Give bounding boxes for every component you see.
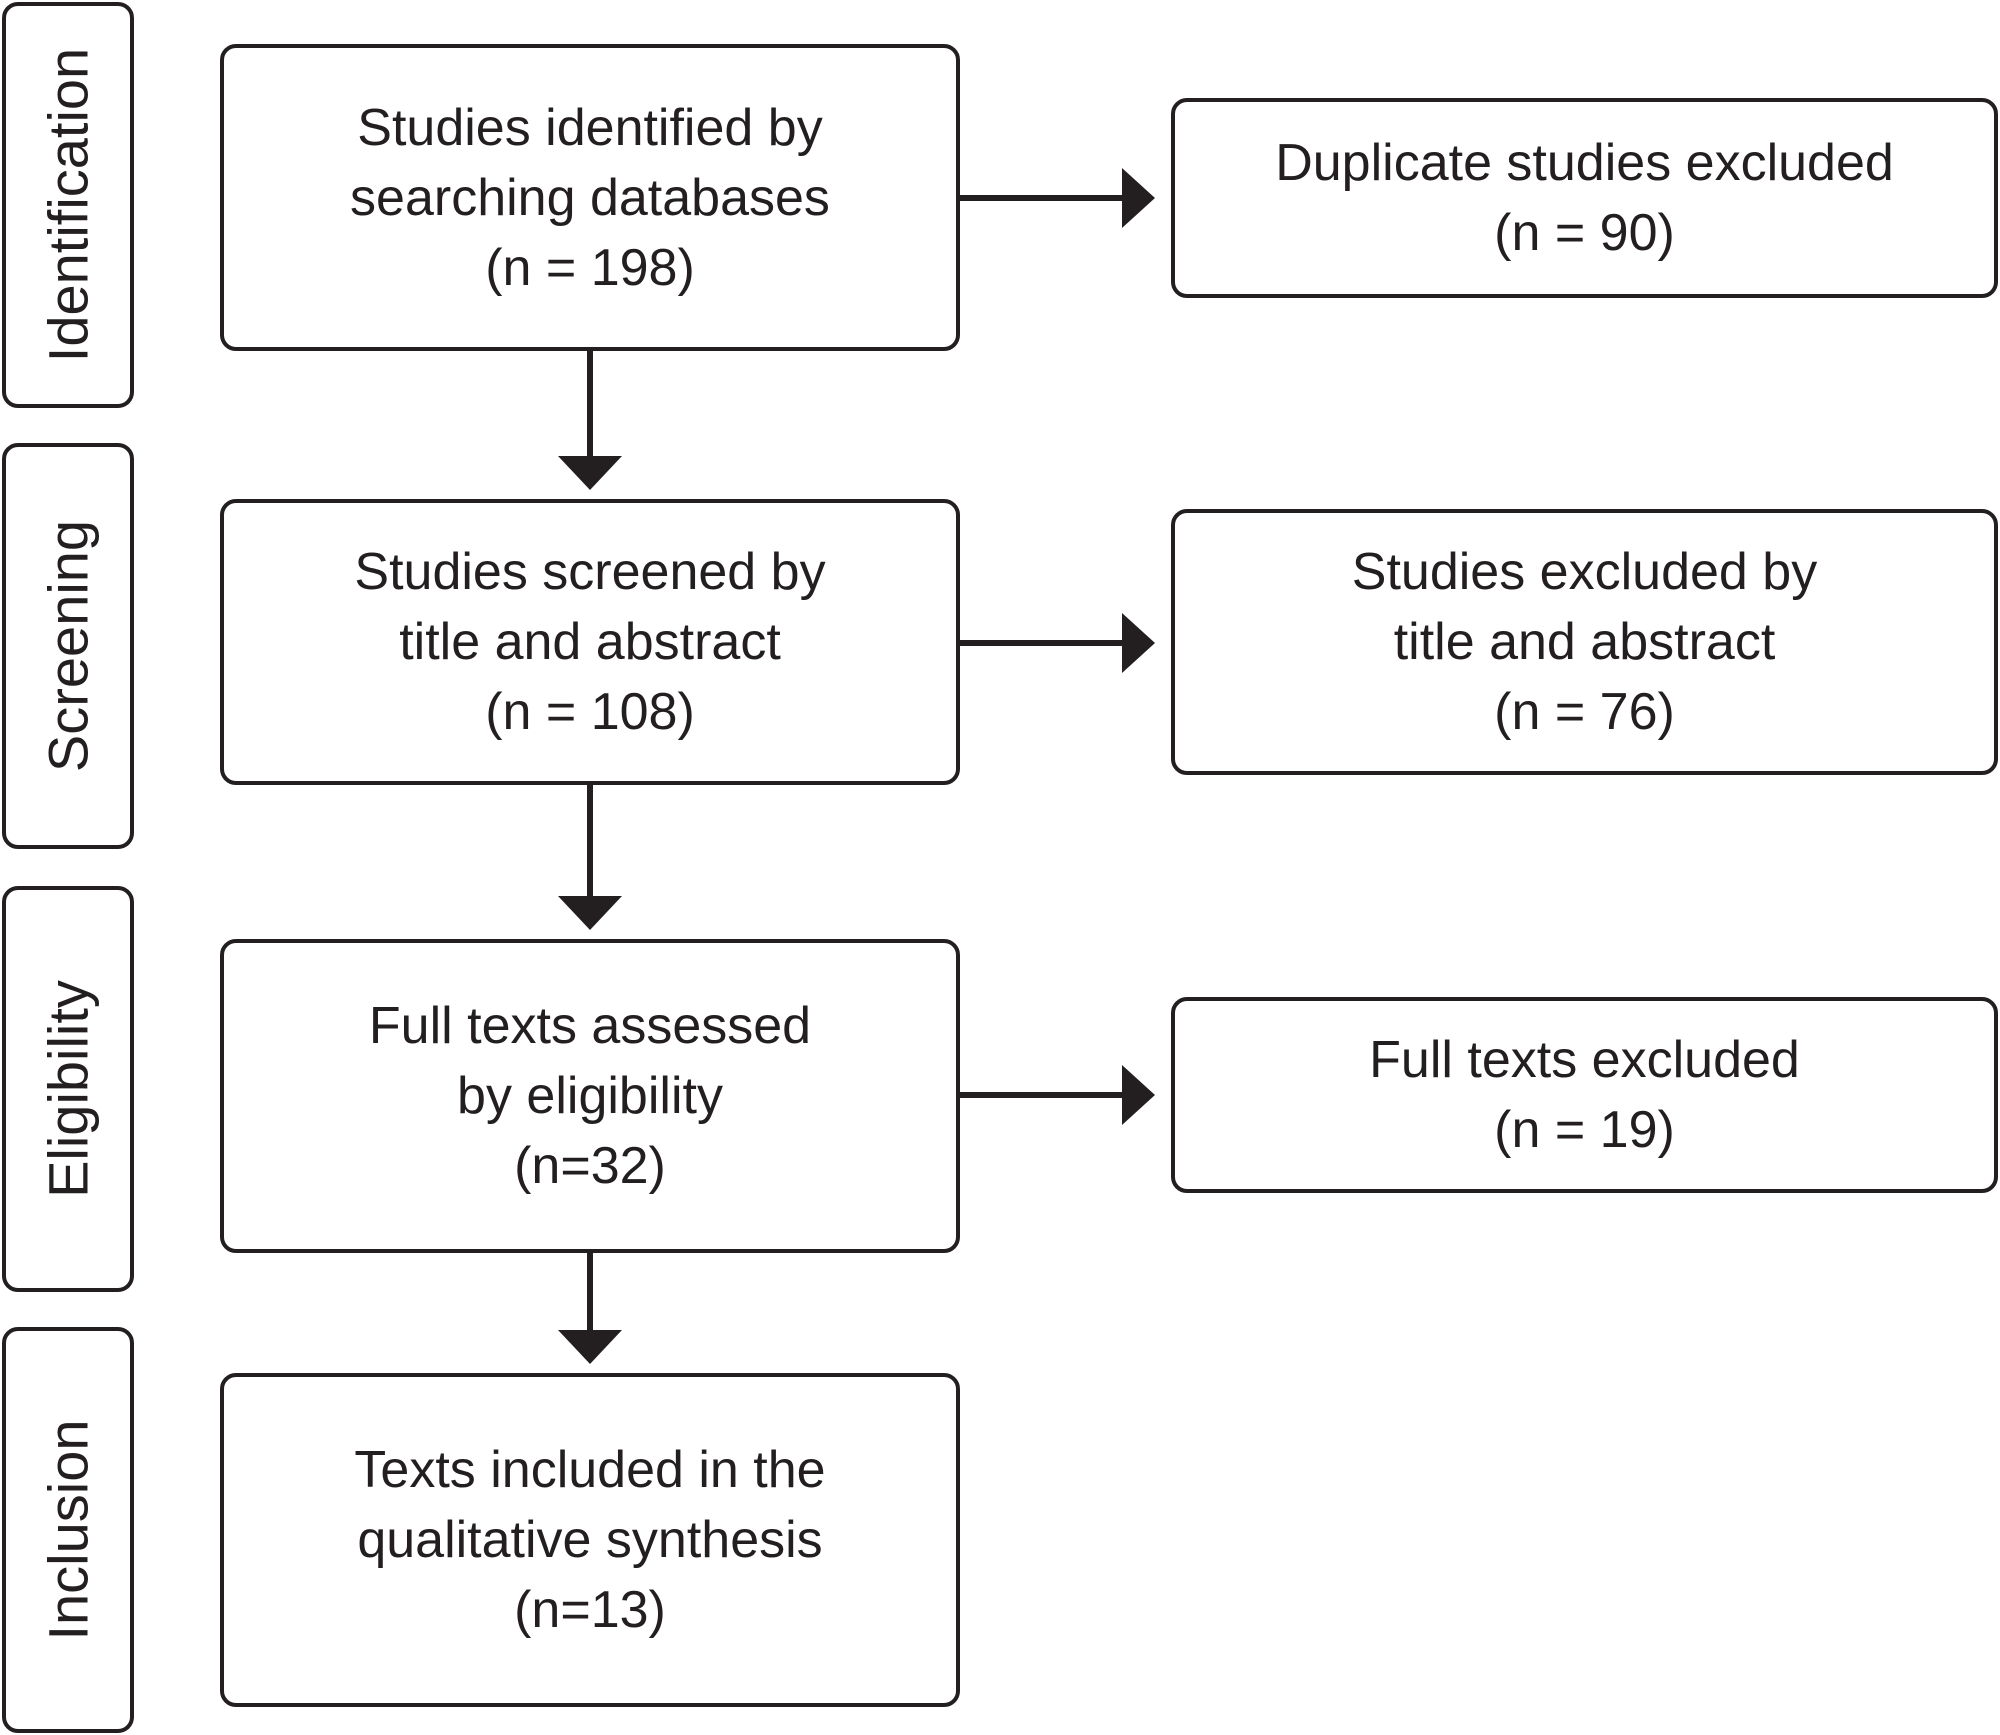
box-studies-excluded-title: Studies excluded by title and abstract (… <box>1171 509 1998 775</box>
box-duplicates-excluded-count: (n = 90) <box>1494 204 1675 262</box>
box-fulltexts-excluded-line1: Full texts excluded <box>1369 1031 1800 1089</box>
box-studies-screened-count: (n = 108) <box>485 683 695 741</box>
box-studies-excluded-title-count: (n = 76) <box>1494 683 1675 741</box>
arrow-to-excluded-title <box>960 613 1155 673</box>
arrow-to-duplicates <box>960 168 1155 228</box>
box-studies-excluded-title-line1: Studies excluded by <box>1351 543 1818 601</box>
box-duplicates-excluded: Duplicate studies excluded (n = 90) <box>1171 98 1998 298</box>
arrow-to-screened <box>558 351 622 490</box>
box-studies-identified-line2: searching databases <box>350 168 830 227</box>
box-fulltexts-excluded: Full texts excluded (n = 19) <box>1171 997 1998 1193</box>
box-studies-screened: Studies screened by title and abstract (… <box>220 499 960 785</box>
arrow-to-fulltexts-assessed <box>558 785 622 930</box>
phase-identification: Identification <box>2 2 134 408</box>
box-studies-identified: Studies identified by searching database… <box>220 44 960 351</box>
box-fulltexts-assessed-line1: Full texts assessed <box>368 997 812 1055</box>
box-texts-included: Texts included in the qualitative synthe… <box>220 1373 960 1707</box>
box-studies-excluded-title-line2: title and abstract <box>1393 613 1776 671</box>
phase-screening: Screening <box>2 443 134 849</box>
box-studies-identified-count: (n = 198) <box>485 238 695 297</box>
box-duplicates-excluded-line1: Duplicate studies excluded <box>1275 134 1894 192</box>
box-texts-included-line2: qualitative synthesis <box>357 1511 823 1569</box>
arrow-to-fulltexts-excluded <box>960 1065 1155 1125</box>
phase-eligibility: Eligibility <box>2 886 134 1292</box>
box-texts-included-count: (n=13) <box>514 1581 666 1639</box>
arrow-to-included <box>558 1253 622 1364</box>
box-fulltexts-excluded-count: (n = 19) <box>1494 1101 1675 1159</box>
box-studies-identified-line1: Studies identified by <box>357 98 823 157</box>
box-studies-screened-line2: title and abstract <box>399 613 781 671</box>
box-fulltexts-assessed-count: (n=32) <box>514 1137 666 1195</box>
box-studies-screened-line1: Studies screened by <box>354 543 826 601</box>
box-texts-included-line1: Texts included in the <box>354 1441 826 1499</box>
box-fulltexts-assessed: Full texts assessed by eligibility (n=32… <box>220 939 960 1253</box>
phase-inclusion: Inclusion <box>2 1327 134 1733</box>
box-fulltexts-assessed-line2: by eligibility <box>457 1067 723 1125</box>
